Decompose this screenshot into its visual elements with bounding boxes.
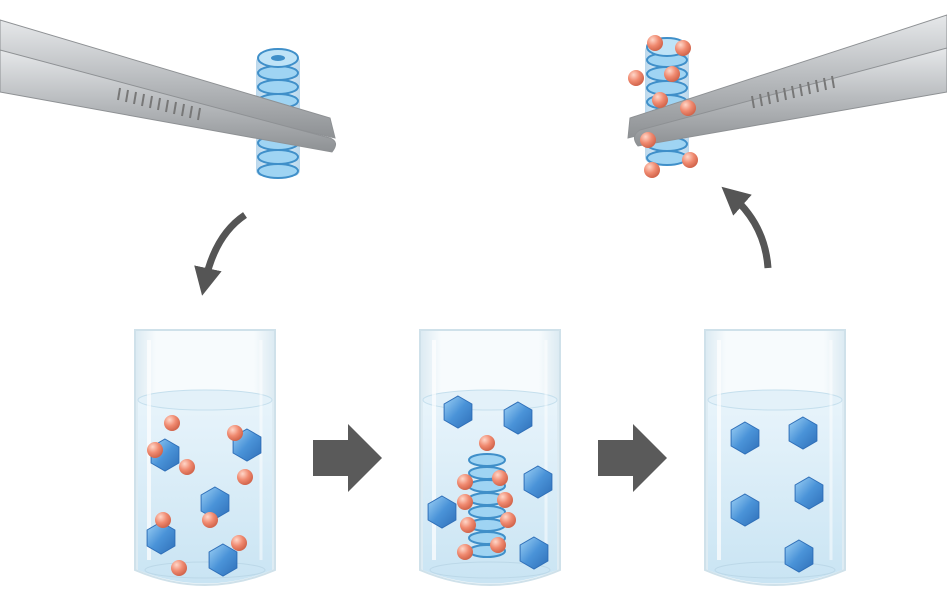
tweezers-right: [627, 14, 947, 178]
hexagon: [443, 395, 473, 429]
small-sphere: [155, 512, 171, 528]
small-sphere: [497, 492, 513, 508]
arrow-insert: [194, 212, 248, 296]
small-sphere: [492, 470, 508, 486]
small-sphere: [202, 512, 218, 528]
tube-liquid: [138, 400, 272, 584]
hexagon: [794, 476, 824, 510]
small-sphere: [682, 152, 698, 168]
hexagon: [523, 465, 553, 499]
small-sphere: [490, 537, 506, 553]
hexagon: [146, 521, 176, 555]
small-sphere: [680, 100, 696, 116]
small-sphere: [500, 512, 516, 528]
hexagon: [208, 543, 238, 577]
small-sphere: [171, 560, 187, 576]
hexagon: [788, 416, 818, 450]
small-sphere: [237, 469, 253, 485]
tweezers-left: [0, 19, 336, 179]
small-sphere: [640, 132, 656, 148]
small-sphere: [675, 40, 691, 56]
coil-ring: [257, 163, 299, 179]
small-sphere: [164, 415, 180, 431]
tube-2: [419, 329, 561, 586]
small-sphere: [460, 517, 476, 533]
hexagon: [730, 421, 760, 455]
liquid-surface: [137, 389, 273, 411]
coil-ring: [257, 65, 299, 81]
hexagon: [730, 493, 760, 527]
small-sphere: [231, 535, 247, 551]
small-sphere: [479, 435, 495, 451]
liquid-surface: [707, 389, 843, 411]
small-sphere: [652, 92, 668, 108]
tube-base: [714, 561, 836, 579]
tube-1: [134, 329, 276, 586]
coil-right-spheres: [628, 35, 698, 178]
hexagon: [503, 401, 533, 435]
small-sphere: [227, 425, 243, 441]
small-sphere: [628, 70, 644, 86]
small-sphere: [147, 442, 163, 458]
coil-ring: [257, 79, 299, 95]
coil-ring: [646, 80, 688, 96]
small-sphere: [644, 162, 660, 178]
hexagon: [784, 539, 814, 573]
small-sphere: [457, 544, 473, 560]
hexagon: [427, 495, 457, 529]
small-sphere: [457, 494, 473, 510]
tube-base: [429, 561, 551, 579]
arrow-remove: [598, 424, 667, 492]
coil-ring: [257, 149, 299, 165]
small-sphere: [457, 474, 473, 490]
small-sphere: [179, 459, 195, 475]
arrow-bind: [313, 424, 382, 492]
small-sphere: [647, 35, 663, 51]
tweezers-grip-right: [751, 75, 835, 109]
small-sphere: [664, 66, 680, 82]
hexagon: [519, 536, 549, 570]
liquid-surface: [422, 389, 558, 411]
tube-3: [704, 329, 846, 586]
tweezers-grip-left: [117, 87, 201, 121]
arrow-extract: [721, 186, 772, 269]
tube-base: [144, 561, 266, 579]
